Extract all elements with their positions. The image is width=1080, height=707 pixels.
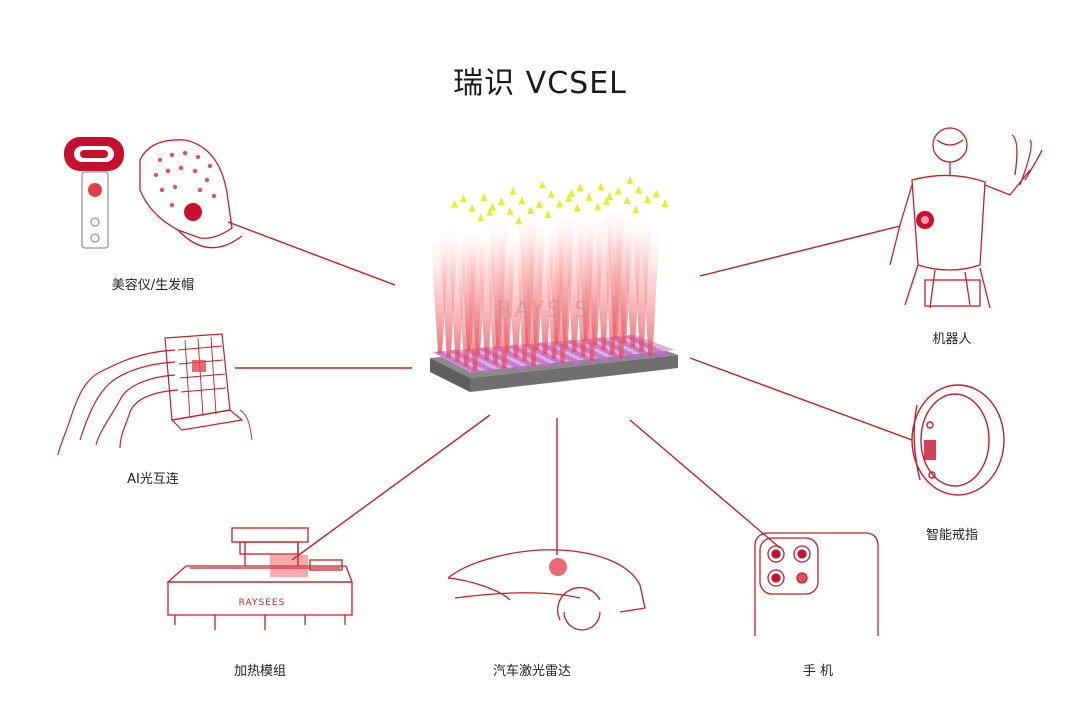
light-arrow-head	[527, 205, 535, 214]
label-heating: 加热模组	[233, 664, 286, 679]
light-arrow-head	[497, 197, 505, 206]
light-arrow-head	[597, 182, 605, 191]
light-arrow-head	[459, 194, 467, 203]
light-arrow-head	[644, 195, 651, 203]
light-arrow-head	[568, 188, 576, 197]
connector-phone	[629, 419, 781, 549]
beam-cone	[524, 245, 543, 367]
light-arrow-head	[468, 203, 476, 212]
light-arrow-head	[573, 203, 581, 212]
emitter-dot	[514, 365, 524, 370]
light-arrow-head	[544, 209, 552, 218]
label-robot: 机器人	[932, 332, 972, 347]
light-arrow-head	[556, 199, 564, 208]
connector-beauty	[227, 221, 396, 286]
smart-ring-icon	[911, 384, 1005, 496]
chip-side	[430, 358, 470, 392]
light-arrow-head	[547, 189, 555, 198]
light-arrow-head	[661, 199, 669, 207]
light-arrow-head	[652, 189, 660, 198]
light-arrow-head	[451, 199, 459, 208]
phone-camera-icon	[754, 532, 879, 636]
light-arrow-head	[585, 192, 593, 201]
light-arrow-head	[603, 196, 611, 205]
light-arrow-head	[509, 186, 517, 195]
light-arrows	[451, 176, 669, 275]
label-beauty: 美容仪/生发帽	[111, 278, 195, 293]
chip-watermark: RAYS S	[497, 298, 592, 323]
label-optical: AI光互连	[127, 472, 179, 487]
emitter-dot	[543, 362, 553, 367]
connector-heating	[291, 414, 491, 561]
light-arrow-head	[594, 202, 602, 211]
light-arrow-head	[477, 213, 485, 222]
light-arrow-head	[635, 185, 643, 194]
light-arrow-head	[489, 202, 497, 211]
optical-interconnect-icon	[57, 333, 253, 456]
heating-module-brand: RAYSEES	[239, 598, 286, 608]
heating-module-icon	[166, 527, 353, 630]
light-arrow-head	[626, 176, 634, 184]
diagram-title: 瑞识 VCSEL	[453, 66, 627, 101]
beauty-device-and-hair-cap-icon	[64, 137, 243, 249]
light-arrow-head	[623, 195, 631, 204]
emitter-dot	[485, 367, 495, 372]
car-lidar-icon	[447, 549, 646, 631]
light-arrow-head	[614, 186, 622, 195]
emitter-dot	[602, 357, 612, 362]
emitter-dot	[631, 355, 641, 360]
label-lidar: 汽车激光雷达	[492, 664, 571, 679]
robot-icon	[889, 127, 1043, 309]
light-arrow-head	[518, 196, 526, 205]
label-ring: 智能戒指	[925, 528, 978, 543]
light-arrow-head	[576, 183, 584, 192]
connector-ring	[689, 357, 913, 441]
beam-cone	[582, 248, 601, 362]
light-arrow-head	[506, 206, 514, 215]
beam-cones	[431, 209, 660, 371]
beam-cone	[553, 236, 572, 364]
emitter-dot	[660, 353, 670, 357]
light-arrow-head	[538, 180, 546, 189]
light-arrow-head	[486, 207, 494, 216]
light-arrow-head	[535, 200, 543, 209]
connector-robot	[699, 225, 901, 277]
light-arrow-head	[606, 191, 614, 200]
light-arrow-head	[565, 193, 573, 202]
light-arrow-head	[632, 205, 640, 214]
beam-cone	[612, 239, 631, 359]
connector-lines	[227, 221, 913, 561]
chip-front	[470, 355, 678, 392]
light-arrow-head	[480, 193, 488, 202]
label-phone: 手 机	[802, 664, 834, 679]
vcsel-chip	[430, 176, 678, 392]
beam-cone	[641, 231, 660, 357]
light-arrow-head	[515, 216, 523, 225]
emitter-dot	[572, 360, 582, 365]
beam-cone	[466, 242, 484, 371]
beam-cone	[495, 253, 514, 369]
